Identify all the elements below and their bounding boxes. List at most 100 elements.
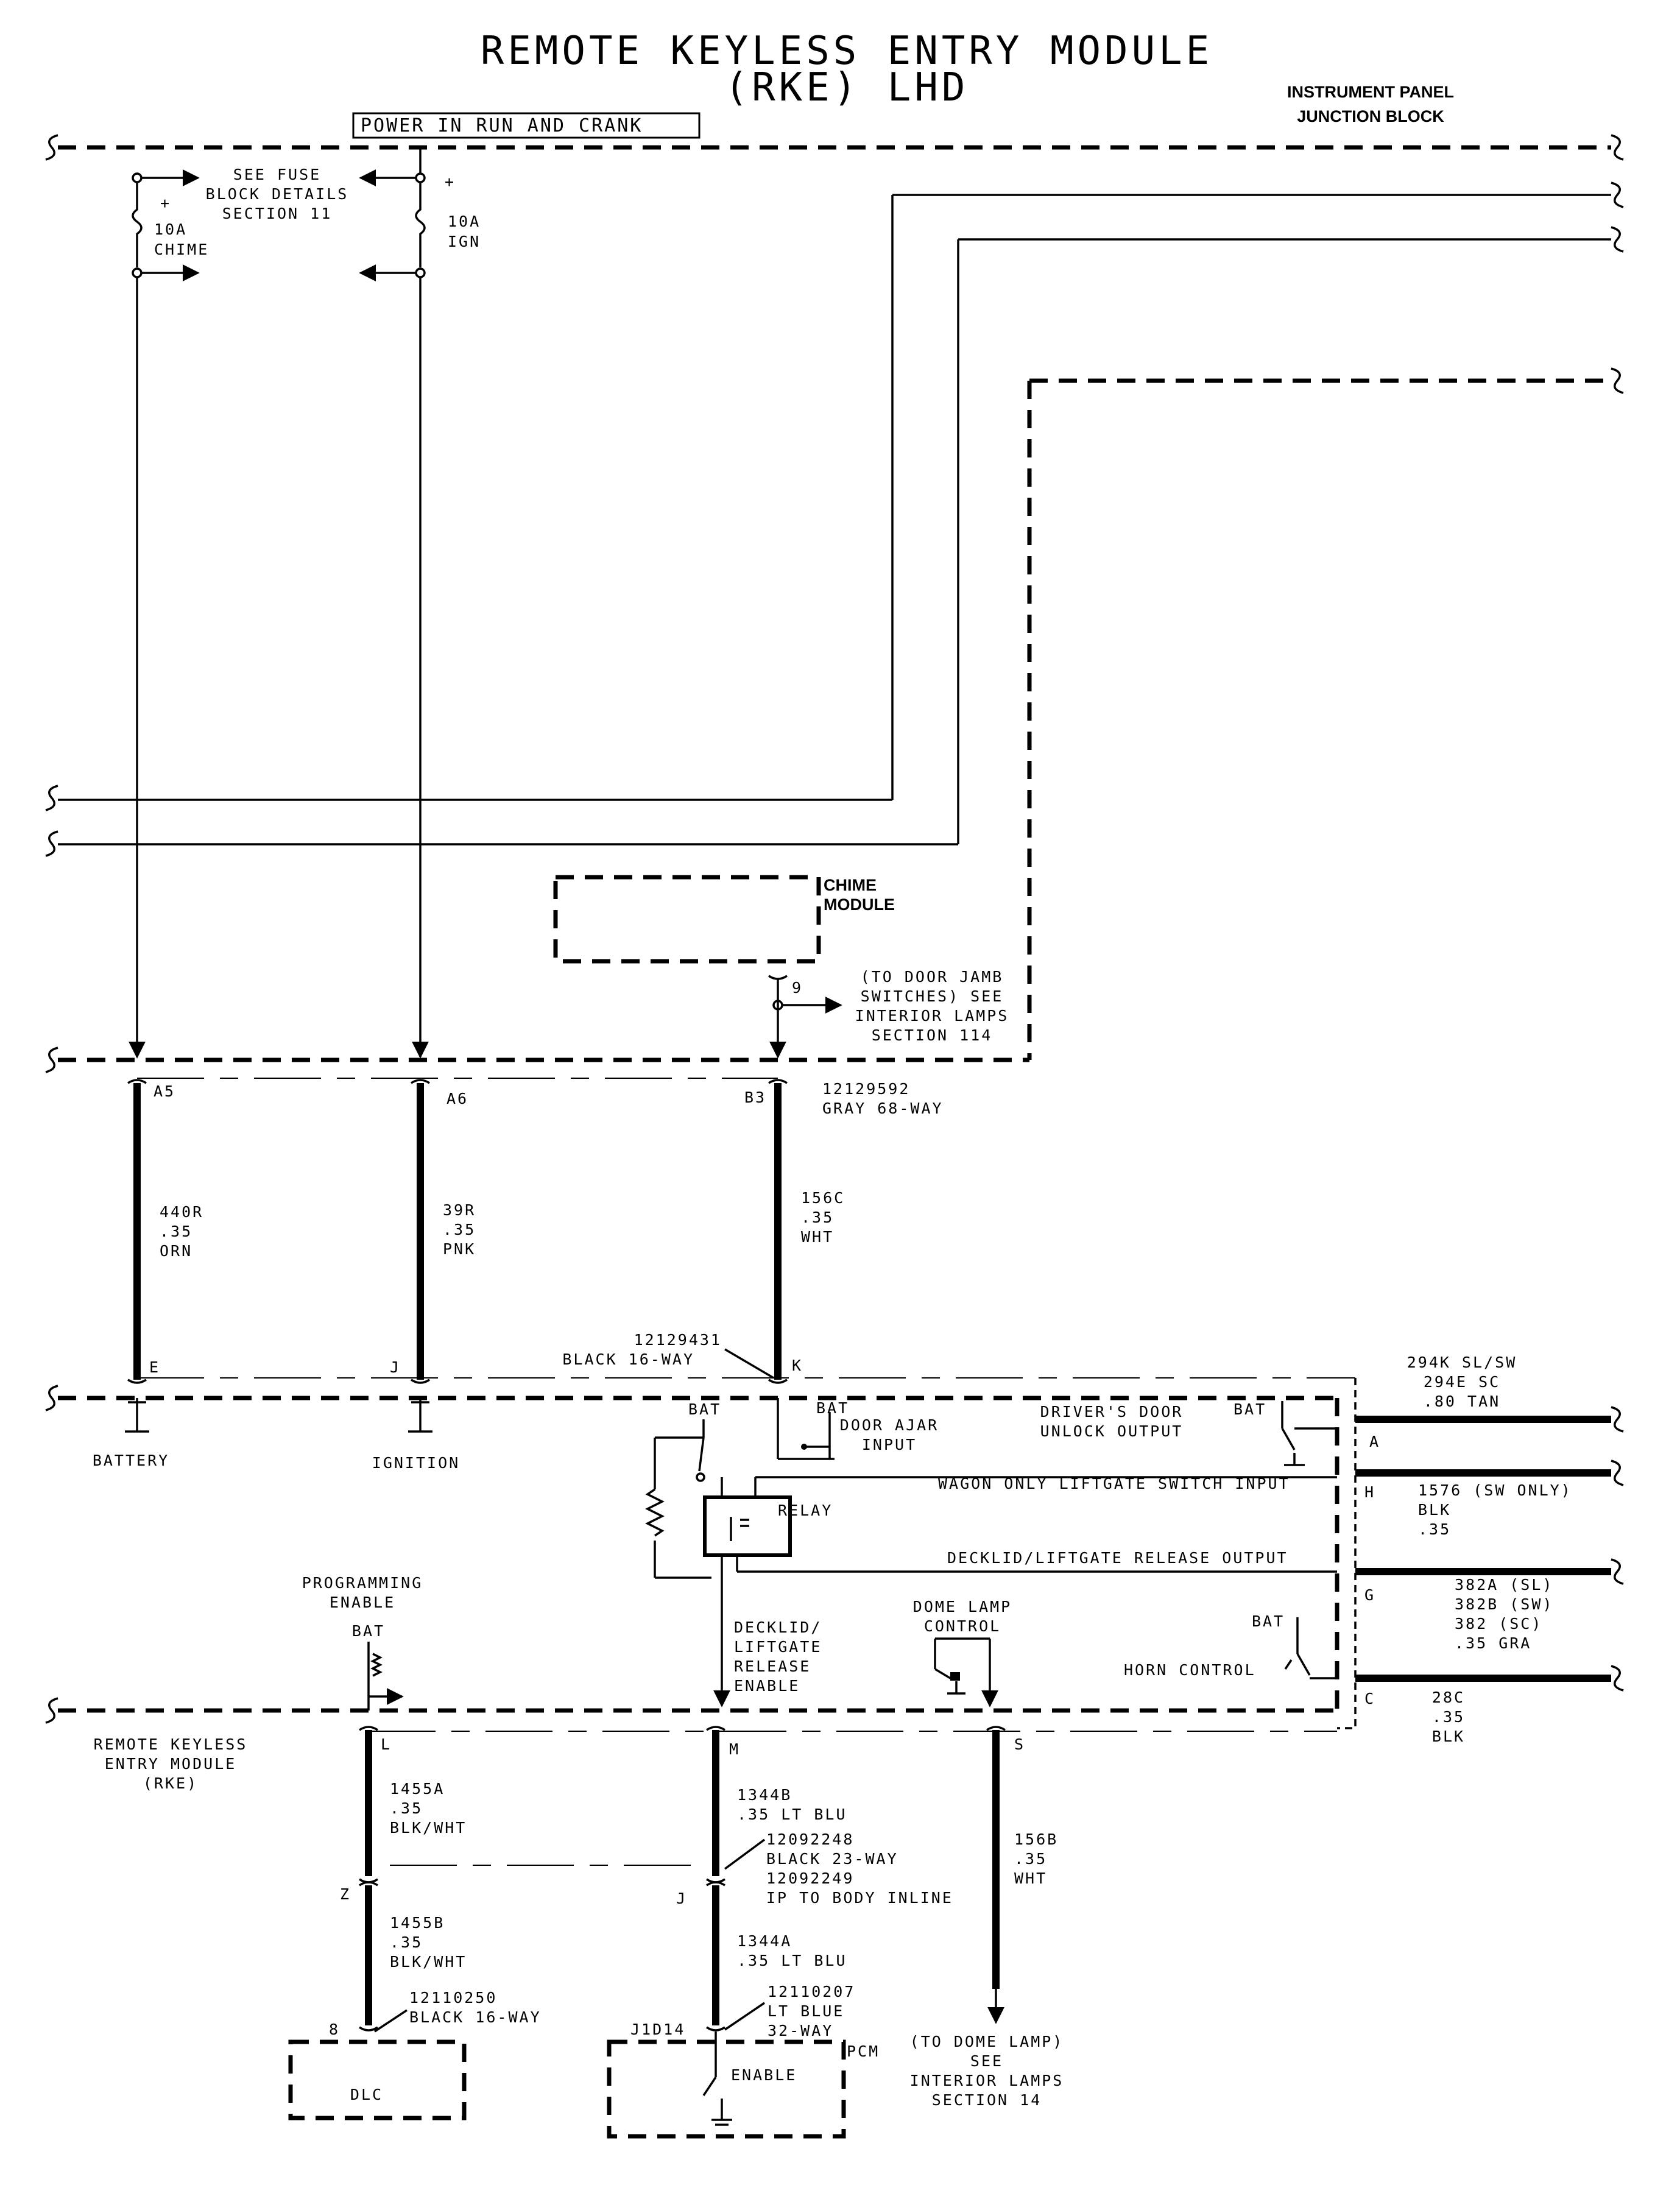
ign-fuse [359,147,429,1059]
w156c-line3: WHT [801,1228,834,1246]
dome-note-line1: (TO DOME LAMP) [910,2033,1064,2050]
pin-b3: B3 [744,1089,766,1106]
dome-lamp-line2: CONTROL [924,1617,1001,1635]
decklid-output-label: DECKLID/LIFTGATE RELEASE OUTPUT [947,1549,1288,1567]
rke-connector-desc: BLACK 16-WAY [562,1350,694,1368]
battery-input [125,1398,149,1433]
wire-156b [986,1726,1006,2024]
decklid-enable-line1: DECKLID/ [734,1619,822,1636]
bottom-pin-s: S [1014,1735,1025,1753]
chime-module-box [553,875,821,964]
rke-name-line2: ENTRY MODULE [105,1755,237,1773]
ign-fuse-rating: 10A [448,213,481,230]
side-pin-h: H [1364,1483,1375,1501]
ign-fuse-plus: + [445,173,456,191]
w440r-line3: ORN [160,1242,192,1260]
pcm-box [607,2039,846,2139]
decklid-enable-line3: RELEASE [734,1658,811,1675]
w294-line3: .80 TAN [1424,1393,1500,1410]
power-box-label: POWER IN RUN AND CRANK [361,115,643,136]
ipjb-outline [45,134,1624,1073]
w382-line1: 382A (SL) [1455,1576,1553,1594]
w1455a-line1: 1455A [390,1780,445,1798]
pin-a6: A6 [446,1090,468,1107]
dlc-connector-desc: BLACK 16-WAY [409,2008,542,2026]
chime-note-line2: SWITCHES) SEE [861,987,1004,1005]
w1576-line1: 1576 (SW ONLY) [1418,1481,1572,1499]
w1344b-line2: .35 LT BLU [737,1806,847,1823]
horn-switch [1284,1617,1337,1679]
bottom-pin-l: L [381,1735,392,1753]
see-fuse-line1: SEE FUSE [233,166,321,183]
w1576-line3: .35 [1418,1520,1451,1538]
pcm-pin: J1D14 [630,2021,685,2038]
w39r-line3: PNK [443,1240,476,1258]
inline-top-part: 12092248 [766,1830,854,1848]
rke-connector-part: 12129431 [634,1331,722,1349]
pcm-connector-desc1: LT BLUE [768,2002,844,2020]
chime-fuse-name: CHIME [154,241,209,258]
door-ajar-input [777,1398,835,1460]
w156c-line1: 156C [801,1189,845,1207]
dome-note-line3: INTERIOR LAMPS [910,2072,1064,2089]
w39r-line1: 39R [443,1201,476,1219]
dome-note-line4: SECTION 14 [932,2091,1042,2109]
wire-1344b [706,1726,725,1883]
wire-440r [127,1079,147,1384]
chime-module-label1: CHIME [824,876,877,894]
w28c-line2: .35 [1432,1708,1465,1726]
rke-pin-k: K [792,1357,803,1374]
w156b-line2: .35 [1014,1850,1047,1868]
w1455b-line3: BLK/WHT [390,1953,467,1971]
bottom-pin-m: M [729,1740,740,1758]
inline-leader [724,1838,766,1870]
w1455b-line1: 1455B [390,1914,445,1932]
w1344a-line2: .35 LT BLU [737,1952,847,1969]
pcm-name: PCM [847,2042,880,2060]
wire-1455a [359,1726,378,1883]
horn-label: HORN CONTROL [1124,1661,1256,1679]
battery-label: BATTERY [93,1452,169,1469]
inline-bottom-part: 12092249 [766,1869,854,1887]
dome-note-line2: SEE [970,2052,1003,2070]
power-box-frame [352,112,701,139]
rke-name-line1: REMOTE KEYLESS [94,1735,248,1753]
pcm-leader [724,2002,765,2031]
chime-fuse-plus: + [160,194,171,212]
wire-1344a [706,1881,725,2032]
dlc-leader [374,2009,408,2033]
diagram-title-line2: (RKE) LHD [725,65,969,110]
see-fuse-line2: BLOCK DETAILS [206,185,349,203]
inline-bottom-desc: IP TO BODY INLINE [766,1889,953,1907]
w156b-line3: WHT [1014,1869,1047,1887]
relay-bat: BAT [688,1400,721,1418]
programming-bat: BAT [352,1622,385,1640]
ipjb-title-line1: INSTRUMENT PANEL [1287,83,1454,101]
inline-top-desc: BLACK 23-WAY [766,1850,898,1868]
w1344a-line1: 1344A [737,1932,792,1950]
w382-line3: 382 (SC) [1455,1615,1542,1633]
w1455a-line2: .35 [390,1799,423,1817]
pcm-connector-desc2: 32-WAY [768,2022,833,2039]
w28c-line3: BLK [1432,1728,1465,1745]
programming-switch [367,1642,404,1710]
wire-1455b [359,1881,378,2032]
side-pin-g: G [1364,1586,1375,1604]
w440r-line2: .35 [160,1223,192,1240]
relay-label: RELAY [778,1502,833,1519]
chime-fuse-rating: 10A [154,221,187,238]
w382-line2: 382B (SW) [1455,1595,1553,1613]
w294-line2: 294E SC [1424,1373,1500,1391]
drivers-door-bat: BAT [1234,1400,1266,1418]
w1344b-line1: 1344B [737,1786,792,1804]
ign-fuse-name: IGN [448,233,481,250]
pin-a5: A5 [154,1082,175,1100]
w1455b-line2: .35 [390,1933,423,1951]
w156b-line1: 156B [1014,1830,1058,1848]
rke-connector-leader [724,1348,774,1379]
wire-39r [411,1079,430,1384]
drivers-door-line1: DRIVER'S DOOR [1040,1403,1184,1421]
door-ajar-bat: BAT [816,1399,849,1417]
pcm-enable-switch [702,2032,732,2126]
